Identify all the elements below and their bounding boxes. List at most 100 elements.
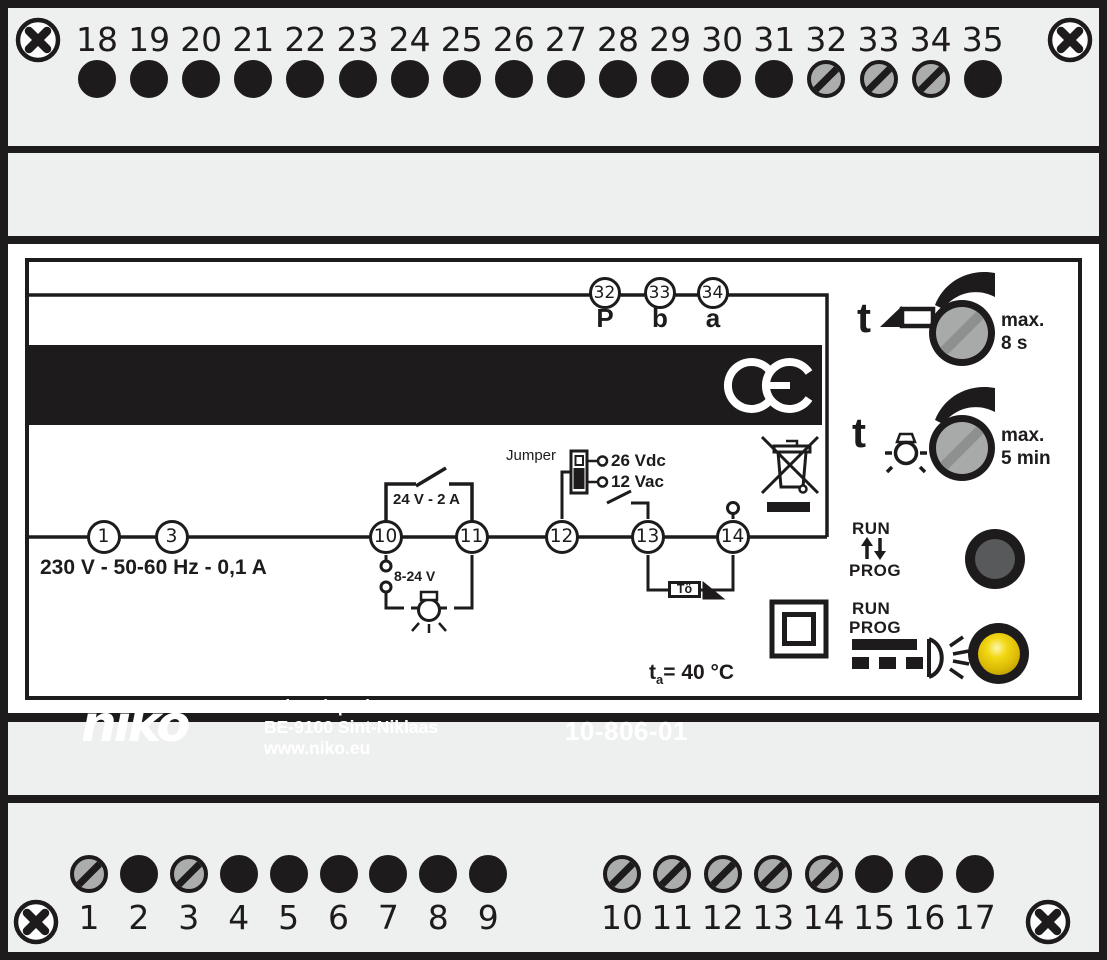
terminal-dot-25 xyxy=(442,60,481,98)
terminal-number-35: 35 xyxy=(961,20,1004,59)
terminal-dot-10 xyxy=(603,855,641,893)
terminal-number-25: 25 xyxy=(440,20,483,59)
lamp-output-label: 8-24 V xyxy=(394,568,436,584)
terminal-circle-33: 33 xyxy=(643,276,676,309)
terminal-dot-3 xyxy=(169,855,208,893)
screw-slot xyxy=(915,64,946,94)
mode-led-prog-label: PROG xyxy=(849,618,902,637)
terminal-number-8: 8 xyxy=(427,898,449,937)
terminal-dot-8 xyxy=(419,855,458,893)
relay-rating-label: 24 V - 2 A xyxy=(393,491,460,508)
terminal-dot-6 xyxy=(319,855,358,893)
terminal-number-14: 14 xyxy=(802,898,845,937)
terminal-number-7: 7 xyxy=(377,898,399,937)
terminal-dot-32 xyxy=(807,60,846,98)
terminal-dot-4 xyxy=(219,855,258,893)
brand-bar: niko Industriepark West 40 BE-9100 Sint-… xyxy=(29,345,822,758)
terminal-number-4: 4 xyxy=(228,898,250,937)
jumper-option-dc: 26 Vdc xyxy=(611,451,666,470)
terminal-number-21: 21 xyxy=(232,20,275,59)
terminal-dot-29 xyxy=(651,60,690,98)
terminal-dot-7 xyxy=(369,855,408,893)
terminal-number-10: 10 xyxy=(601,898,643,937)
terminal-number-5: 5 xyxy=(278,898,300,937)
light-timer-knob[interactable] xyxy=(929,415,995,481)
bus-label-a: a xyxy=(705,303,721,333)
upper-spacer-band xyxy=(8,153,1099,236)
door-timer-max-value: 8 s xyxy=(1001,333,1028,354)
terminal-number-26: 26 xyxy=(492,20,535,59)
terminal-circle-12: 12 xyxy=(544,519,579,554)
terminal-dot-20 xyxy=(182,60,221,98)
door-timer-t-label: t xyxy=(857,294,871,341)
terminal-dot-13 xyxy=(754,855,793,893)
terminal-dot-23 xyxy=(338,60,377,98)
screw-slot xyxy=(811,64,842,94)
address-block: Industriepark West 40 BE-9100 Sint-Nikla… xyxy=(264,696,446,759)
terminal-number-18: 18 xyxy=(76,20,118,59)
terminal-circle-13: 13 xyxy=(630,519,665,554)
terminal-number-6: 6 xyxy=(328,898,349,937)
terminal-circle-10: 10 xyxy=(368,519,403,554)
terminal-dot-31 xyxy=(755,60,794,98)
terminal-dot-19 xyxy=(130,60,169,98)
run-prog-led xyxy=(968,623,1029,684)
door-opener-box: Tö xyxy=(668,581,701,598)
run-prog-button[interactable] xyxy=(965,529,1025,589)
terminal-circle-1: 1 xyxy=(86,519,121,554)
jumper-option-ac: 12 Vac xyxy=(611,472,664,491)
terminal-circle-3: 3 xyxy=(154,519,189,554)
led-yellow-face xyxy=(977,632,1020,675)
screw-slot xyxy=(607,859,637,889)
terminal-number-34: 34 xyxy=(909,20,952,59)
terminal-circle-32: 32 xyxy=(588,276,621,309)
terminal-dot-1 xyxy=(70,855,108,893)
terminal-number-31: 31 xyxy=(753,20,796,59)
terminal-number-23: 23 xyxy=(336,20,379,59)
terminal-number-1: 1 xyxy=(78,898,100,937)
address-line-1: Industriepark West 40 xyxy=(264,696,446,716)
terminal-dot-18 xyxy=(78,60,116,98)
terminal-number-22: 22 xyxy=(284,20,327,59)
screw-slot xyxy=(758,859,789,889)
mode-led-run-label: RUN xyxy=(852,599,891,618)
terminal-dot-30 xyxy=(703,60,742,98)
terminal-dot-5 xyxy=(269,855,308,893)
terminal-circle-14: 14 xyxy=(715,519,750,554)
address-line-2: BE-9100 Sint-Niklaas xyxy=(264,717,439,737)
terminal-number-12: 12 xyxy=(701,898,744,937)
light-timer-t-label: t xyxy=(852,409,866,456)
terminal-number-15: 15 xyxy=(853,898,895,937)
terminal-number-11: 11 xyxy=(651,898,694,937)
supply-rating-label: 230 V - 50-60 Hz - 0,1 A xyxy=(40,556,267,579)
terminal-dot-33 xyxy=(859,60,898,98)
screw-slot xyxy=(657,859,688,889)
terminal-number-19: 19 xyxy=(128,20,171,59)
terminal-number-33: 33 xyxy=(857,20,900,59)
terminal-dot-14 xyxy=(804,855,843,893)
terminal-dot-12 xyxy=(703,855,742,893)
front-panel xyxy=(25,258,1082,700)
model-number: 10-806-01 xyxy=(564,716,689,746)
door-timer-knob[interactable] xyxy=(929,300,995,366)
terminal-number-17: 17 xyxy=(953,898,996,937)
door-timer-max-label: max. xyxy=(1001,310,1045,331)
terminal-dot-16 xyxy=(905,855,944,893)
screw-slot xyxy=(808,859,839,889)
knob-slot xyxy=(937,423,987,473)
terminal-number-16: 16 xyxy=(903,898,946,937)
light-timer-max-value: 5 min xyxy=(1001,448,1051,469)
terminal-dot-22 xyxy=(286,60,325,98)
terminal-dot-15 xyxy=(855,855,893,893)
terminal-dot-28 xyxy=(599,60,637,98)
terminal-circle-34: 34 xyxy=(696,276,729,309)
knob-slot xyxy=(937,308,987,358)
ambient-temp-label: ta= 40 °C xyxy=(649,661,735,688)
terminal-number-9: 9 xyxy=(477,898,499,937)
terminal-number-13: 13 xyxy=(752,898,795,937)
terminal-dot-34 xyxy=(911,60,950,98)
terminal-dot-26 xyxy=(494,60,533,98)
terminal-number-24: 24 xyxy=(388,20,431,59)
terminal-dot-2 xyxy=(119,855,158,893)
